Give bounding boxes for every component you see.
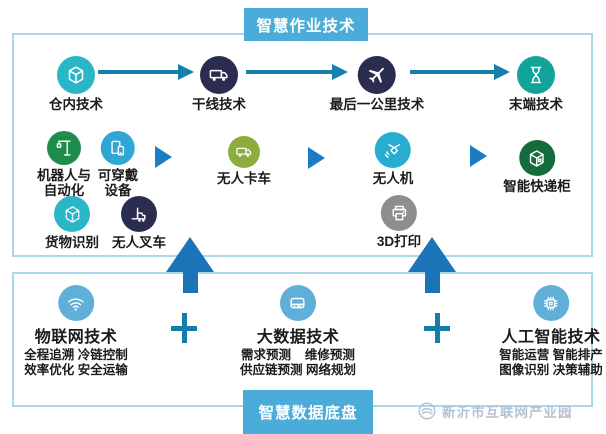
flow-arrow-3 <box>410 64 510 80</box>
top-banner: 智慧作业技术 <box>244 8 368 41</box>
triangle-arrow-1 <box>155 146 172 168</box>
foundation-line: 图像识别 决策辅助 <box>499 363 603 377</box>
node-label: 货物识别 <box>45 235 99 250</box>
foundation-line: 需求预测 维修预测 <box>241 348 355 362</box>
node-warehouse-tech: 仓内技术 <box>49 56 103 112</box>
node-drone: 无人机 <box>372 132 414 186</box>
plane-icon <box>358 56 396 94</box>
node-robotics-automation: 机器人与自动化 <box>37 131 91 198</box>
plus-sign-1 <box>171 313 197 343</box>
node-smart-parcel-locker: 智能快递柜 <box>503 140 571 194</box>
node-cargo-recognition: 货物识别 <box>45 196 99 250</box>
foundation-iot: 物联网技术 全程追溯 冷链控制 效率优化 安全运输 <box>24 285 128 377</box>
node-terminal-tech: 末端技术 <box>509 56 563 112</box>
bottom-banner: 智慧数据底盘 <box>243 390 373 434</box>
triangle-arrow-3 <box>470 145 487 167</box>
dashed-cube-icon <box>54 196 90 232</box>
node-label-line1: 机器人与 <box>37 168 91 183</box>
node-label: 干线技术 <box>192 97 246 112</box>
node-label-line2: 设备 <box>104 183 132 198</box>
chip-icon <box>532 285 569 321</box>
plus-sign-2 <box>424 313 450 343</box>
triangle-arrow-2 <box>308 147 325 169</box>
wearable-devices-icon <box>101 131 135 165</box>
foundation-title: 大数据技术 <box>256 329 340 346</box>
crane-icon <box>47 131 81 165</box>
foundation-line: 效率优化 安全运输 <box>24 363 128 377</box>
node-label: 最后一公里技术 <box>329 97 425 112</box>
node-driverless-truck: 无人卡车 <box>217 136 271 186</box>
drone-icon <box>375 132 411 168</box>
node-driverless-forklift: 无人叉车 <box>112 196 166 250</box>
foundation-line: 智能运营 智能排产 <box>499 348 603 362</box>
forklift-icon <box>121 196 157 232</box>
node-label: 无人机 <box>372 171 414 186</box>
wifi-icon <box>57 285 94 321</box>
watermark: 新沂市互联网产业园 <box>416 400 573 422</box>
printer-icon <box>380 195 417 231</box>
node-label: 仓内技术 <box>49 97 103 112</box>
foundation-title: 人工智能技术 <box>501 329 601 346</box>
truck-icon <box>200 56 238 94</box>
node-label: 末端技术 <box>509 97 563 112</box>
watermark-text: 新沂市互联网产业园 <box>442 405 573 420</box>
foundation-line: 全程追溯 冷链控制 <box>24 348 128 362</box>
park-logo-icon <box>418 402 436 420</box>
foundation-big-data: 大数据技术 需求预测 维修预测 供应链预测 网络规划 <box>240 285 356 377</box>
flow-arrow-2 <box>246 64 348 80</box>
node-label: 可穿戴设备 <box>98 168 139 198</box>
truck-icon <box>228 136 260 168</box>
hourglass-icon <box>517 56 555 94</box>
parcel-locker-icon <box>519 140 555 176</box>
node-last-mile-tech: 最后一公里技术 <box>329 56 425 112</box>
up-arrow-right <box>408 237 456 293</box>
server-icon <box>279 285 316 321</box>
node-label: 智能快递柜 <box>503 179 571 194</box>
node-label: 无人叉车 <box>112 235 166 250</box>
node-label: 机器人与自动化 <box>37 168 91 198</box>
cube-icon <box>57 56 95 94</box>
foundation-ai: 人工智能技术 智能运营 智能排产 图像识别 决策辅助 <box>499 285 603 377</box>
flow-arrow-1 <box>98 64 194 80</box>
node-wearable-devices: 可穿戴设备 <box>98 131 139 198</box>
node-label-line2: 自动化 <box>43 183 85 198</box>
node-trunk-line-tech: 干线技术 <box>192 56 246 112</box>
node-label-line1: 可穿戴 <box>97 168 139 183</box>
node-label: 无人卡车 <box>217 171 271 186</box>
up-arrow-left <box>166 237 214 293</box>
foundation-line: 供应链预测 网络规划 <box>240 363 356 377</box>
foundation-title: 物联网技术 <box>34 329 118 346</box>
